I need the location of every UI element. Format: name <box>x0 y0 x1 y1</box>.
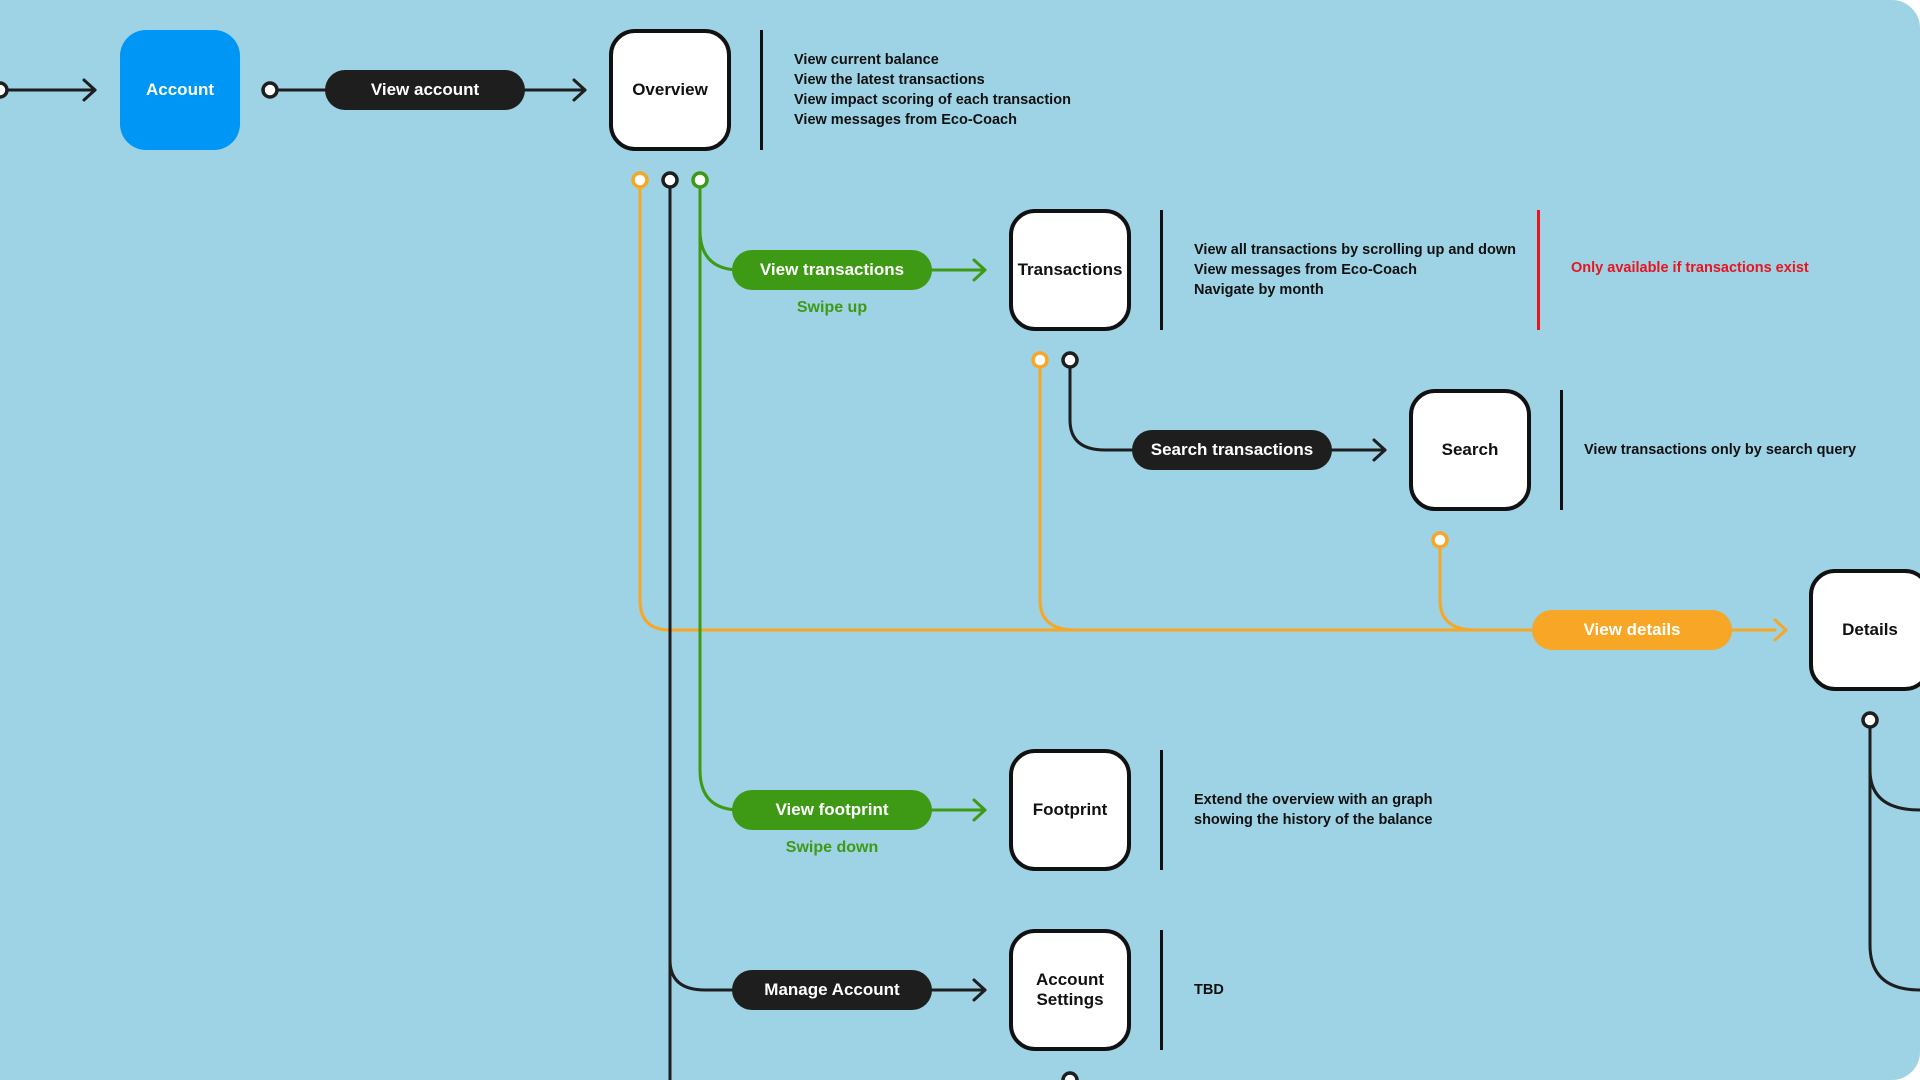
account-node-label: Account <box>146 80 214 99</box>
details-node-label: Details <box>1842 620 1898 639</box>
swipe-up-hint: Swipe up <box>796 299 868 316</box>
description-line: View current balance <box>794 52 939 68</box>
search-description: View transactions only by search query <box>1584 440 1856 460</box>
settings-dark-port <box>1061 1071 1079 1080</box>
footprint-node-label: Footprint <box>1032 800 1108 819</box>
details-node[interactable]: Details <box>1809 569 1920 691</box>
manage-account-arrowhead <box>972 978 987 1002</box>
search-transactions-label: Search transactions <box>1150 440 1314 459</box>
overview-green-port <box>691 171 709 189</box>
footprint-description: Extend the overview with an graph showin… <box>1194 790 1433 830</box>
overview-orange-port <box>631 171 649 189</box>
transactions-orange-port <box>1031 351 1049 369</box>
transactions-node-label: Transactions <box>1017 260 1123 279</box>
view-details-label: View details <box>1583 620 1681 639</box>
view-footprint-action[interactable]: View footprint <box>732 790 932 830</box>
overview-dark-port <box>661 171 679 189</box>
search-transactions-connector <box>1068 358 1387 452</box>
overview-divider <box>760 30 763 150</box>
description-line: Navigate by month <box>1194 282 1324 298</box>
view-transactions-action[interactable]: View transactions <box>732 250 932 290</box>
entry-port <box>0 81 9 99</box>
search-arrowhead <box>1372 438 1387 462</box>
view-transactions-label: View transactions <box>759 260 905 279</box>
description-line: View all transactions by scrolling up an… <box>1194 242 1517 258</box>
view-footprint-label: View footprint <box>775 800 889 819</box>
transactions-dark-port <box>1061 351 1079 369</box>
details-outgoing-connector <box>1868 718 1920 812</box>
description-line: View the latest transactions <box>794 72 985 88</box>
account-settings-node[interactable]: Account Settings <box>1009 929 1131 1051</box>
swipe-down-hint: Swipe down <box>785 839 879 856</box>
overview-node-label: Overview <box>632 80 708 99</box>
view-footprint-arrowhead <box>972 798 987 822</box>
overview-node[interactable]: Overview <box>609 29 731 151</box>
overview-description: View current balance View the latest tra… <box>794 50 1071 130</box>
transactions-description: View all transactions by scrolling up an… <box>1194 240 1516 300</box>
search-orange-port <box>1431 531 1449 549</box>
description-line: View impact scoring of each transaction <box>794 92 1071 108</box>
transactions-details-connector <box>1038 358 1077 632</box>
search-divider <box>1560 390 1563 510</box>
description-line: View transactions only by search query <box>1584 442 1857 458</box>
footprint-divider <box>1160 750 1163 870</box>
details-arrowhead <box>1773 618 1788 642</box>
view-account-arrowhead <box>572 78 587 102</box>
manage-account-label: Manage Account <box>764 980 900 999</box>
transactions-availability-note: Only available if transactions exist <box>1571 260 1809 276</box>
description-line: View messages from Eco-Coach <box>794 112 1017 128</box>
manage-account-branch <box>668 958 987 992</box>
footprint-node[interactable]: Footprint <box>1009 749 1131 871</box>
search-details-connector <box>1438 538 1477 632</box>
account-settings-divider <box>1160 930 1163 1050</box>
search-node-label: Search <box>1441 440 1499 459</box>
view-footprint-branch <box>698 228 987 812</box>
entry-arrowhead <box>82 78 97 102</box>
description-line: Extend the overview with an graph <box>1194 792 1433 808</box>
search-node[interactable]: Search <box>1409 389 1531 511</box>
view-details-action[interactable]: View details <box>1532 610 1732 650</box>
view-account-label: View account <box>370 80 480 99</box>
details-dark-port <box>1861 711 1879 729</box>
view-transactions-arrowhead <box>972 258 987 282</box>
manage-account-action[interactable]: Manage Account <box>732 970 932 1010</box>
description-line: View messages from Eco-Coach <box>1194 262 1417 278</box>
transactions-note-divider <box>1537 210 1540 330</box>
details-outgoing-connector-2 <box>1868 768 1920 992</box>
transactions-divider <box>1160 210 1163 330</box>
account-settings-node-label: Account Settings <box>1036 970 1104 1009</box>
description-line: showing the history of the balance <box>1194 812 1433 828</box>
account-out-port <box>261 81 279 99</box>
search-transactions-action[interactable]: Search transactions <box>1132 430 1332 470</box>
account-settings-description: TBD <box>1194 980 1224 1000</box>
account-node[interactable]: Account <box>120 30 240 150</box>
view-account-action[interactable]: View account <box>325 70 525 110</box>
transactions-node[interactable]: Transactions <box>1009 209 1131 331</box>
description-line: TBD <box>1194 982 1224 998</box>
